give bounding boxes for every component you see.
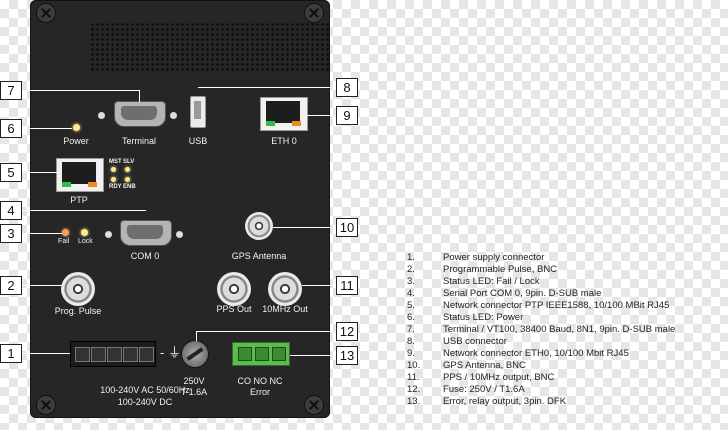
enb-led xyxy=(125,177,130,182)
callout-2: 2 xyxy=(0,276,22,295)
slv-label: SLV xyxy=(123,159,135,165)
callout-7-line-down xyxy=(139,90,140,102)
ac-input-label: 100-240V AC 50/60Hz xyxy=(100,385,190,395)
prog-pulse-bnc xyxy=(61,272,95,306)
fuse-holder xyxy=(181,340,209,368)
terminal-label: Terminal xyxy=(121,136,156,146)
callout-12-line xyxy=(196,331,336,332)
enb-label: ENB xyxy=(123,184,136,190)
error-relay-terminal xyxy=(232,342,290,366)
error-label: Error xyxy=(250,387,270,397)
gps-antenna-label: GPS Antenna xyxy=(231,251,287,261)
screw-bottom-left xyxy=(36,395,56,415)
fail-label: Fail xyxy=(58,238,70,245)
ptp-rj45-port xyxy=(56,158,104,192)
usb-port xyxy=(190,96,206,128)
callout-6: 6 xyxy=(0,119,22,138)
terminal-dsub-connector xyxy=(114,101,166,127)
callout-13-line xyxy=(290,355,336,356)
com0-screw-right xyxy=(176,231,183,238)
usb-label: USB xyxy=(188,136,208,146)
ptp-label: PTP xyxy=(70,195,88,205)
callout-5: 5 xyxy=(0,163,22,182)
screw-top-right xyxy=(304,3,324,23)
fuse-voltage-label: 250V xyxy=(183,376,205,386)
power-terminal-block xyxy=(70,341,156,367)
pps-out-label: PPS Out xyxy=(216,304,252,314)
relay-contacts-label: CO NO NC xyxy=(237,376,283,386)
mst-led xyxy=(111,167,116,172)
mst-label: MST xyxy=(109,159,122,165)
terminal-screw-left xyxy=(98,112,105,119)
callout-3: 3 xyxy=(0,224,22,243)
eth0-rj45-port xyxy=(260,97,308,131)
callout-11: 11 xyxy=(336,276,358,295)
gps-antenna-bnc xyxy=(245,212,273,240)
com0-screw-left xyxy=(105,231,112,238)
rdy-label: RDY xyxy=(109,184,122,190)
fuse-rating-label: T 1.6A xyxy=(180,387,208,397)
power-label: Power xyxy=(63,136,89,146)
callout-7-line xyxy=(22,90,140,91)
callout-10: 10 xyxy=(336,218,358,237)
ventilation-grill xyxy=(90,22,330,72)
pps-out-bnc xyxy=(217,272,251,306)
slv-led xyxy=(125,167,130,172)
callout-10-line xyxy=(273,227,336,228)
callout-5-line xyxy=(22,172,58,173)
callout-1: 1 xyxy=(0,344,22,363)
callout-9-line xyxy=(306,115,336,116)
power-led xyxy=(73,124,80,131)
com0-label: COM 0 xyxy=(130,251,160,261)
callout-6-line xyxy=(22,128,72,129)
callout-1-line xyxy=(22,353,70,354)
terminal-screw-right xyxy=(170,112,177,119)
callout-12-line-down xyxy=(196,331,197,341)
lock-led xyxy=(81,229,88,236)
eth0-label: ETH 0 xyxy=(271,136,297,146)
prog-pulse-label: Prog. Pulse xyxy=(54,306,102,316)
callout-4-line xyxy=(22,210,146,211)
callout-4: 4 xyxy=(0,201,22,220)
com0-dsub-connector xyxy=(120,220,172,246)
callout-8: 8 xyxy=(336,78,358,97)
callout-12: 12 xyxy=(336,322,358,341)
callout-8-line xyxy=(198,87,336,88)
lock-label: Lock xyxy=(78,238,93,245)
screw-top-left xyxy=(36,3,56,23)
callout-3-line xyxy=(22,233,62,234)
screw-bottom-right xyxy=(304,395,324,415)
callout-13: 13 xyxy=(336,346,358,365)
callout-11-line xyxy=(302,285,336,286)
rdy-led xyxy=(111,177,116,182)
10mhz-out-bnc xyxy=(268,272,302,306)
callout-2-line xyxy=(22,285,62,286)
device-rear-panel: Power Terminal USB ETH 0 PTP MST SLV RDY… xyxy=(30,0,330,418)
callout-9: 9 xyxy=(336,106,358,125)
callout-7: 7 xyxy=(0,81,22,100)
10mhz-out-label: 10MHz Out xyxy=(262,304,308,314)
dc-input-label: 100-240V DC xyxy=(117,397,173,407)
fail-led xyxy=(62,229,69,236)
